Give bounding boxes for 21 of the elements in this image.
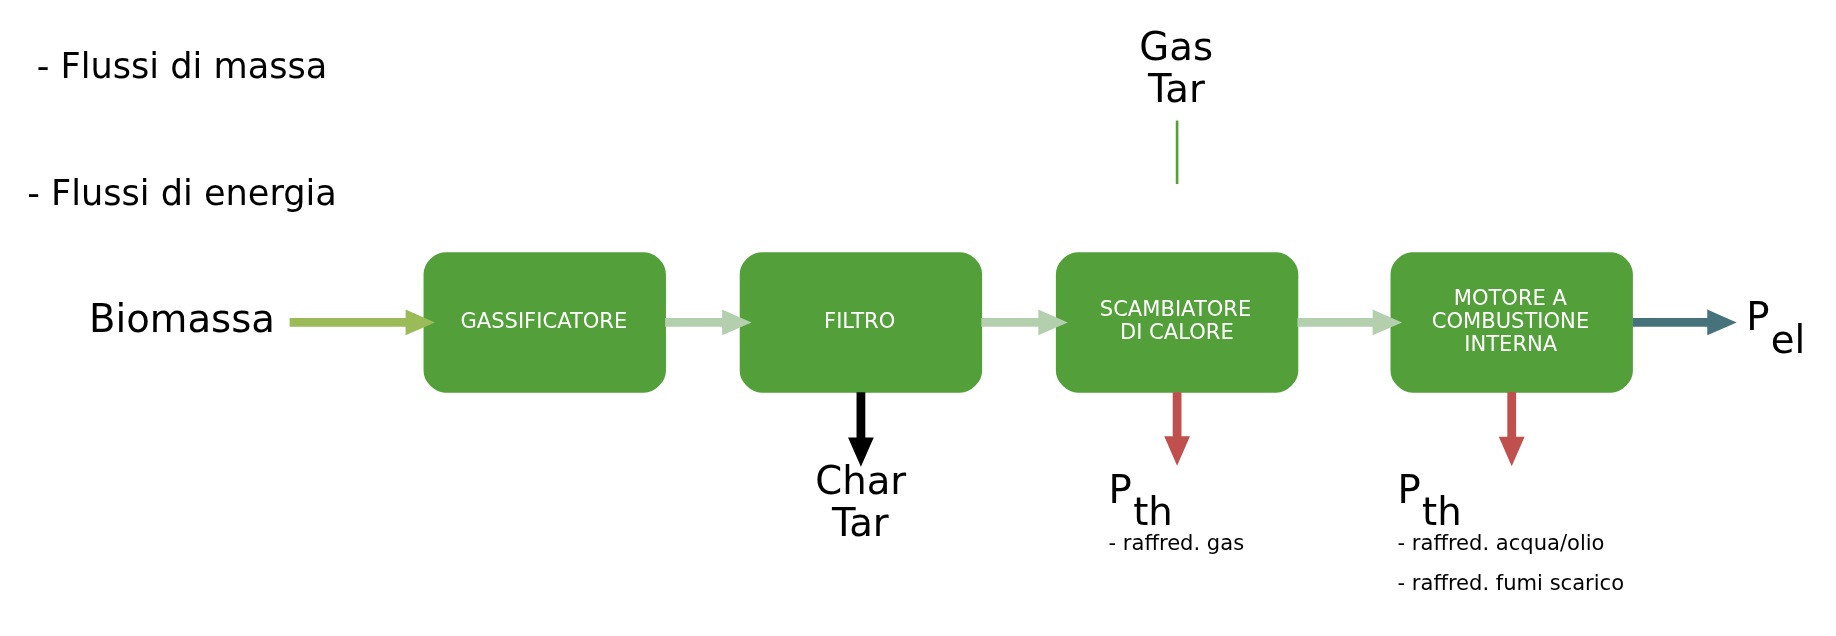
node-box: GASSIFICATORE [423,252,666,393]
arrow [1297,309,1403,336]
arrow [289,309,435,336]
arrow [1164,392,1190,466]
connector [1175,120,1179,184]
arrow [1632,309,1737,336]
node-label: - raffred. gas [1108,530,1245,556]
arrow [1498,391,1525,467]
node-box: MOTORE A COMBUSTIONE INTERNA [1390,252,1633,393]
node-box: FILTRO [739,252,983,393]
label: - Flussi di massa [36,45,328,87]
node-label: - raffred. acqua/olio [1397,530,1605,556]
arrow [848,392,874,467]
node-text: Biomassa [88,296,275,342]
node-label: - raffred. fumi scarico [1397,570,1625,596]
node-box: SCAMBIATORE DI CALORE [1055,252,1299,393]
node-text: Gas Tar [1139,23,1214,112]
label: - Flussi di energia [27,171,337,213]
node-text: Char Tar [815,457,907,545]
arrow [981,309,1068,336]
arrow [665,309,752,336]
